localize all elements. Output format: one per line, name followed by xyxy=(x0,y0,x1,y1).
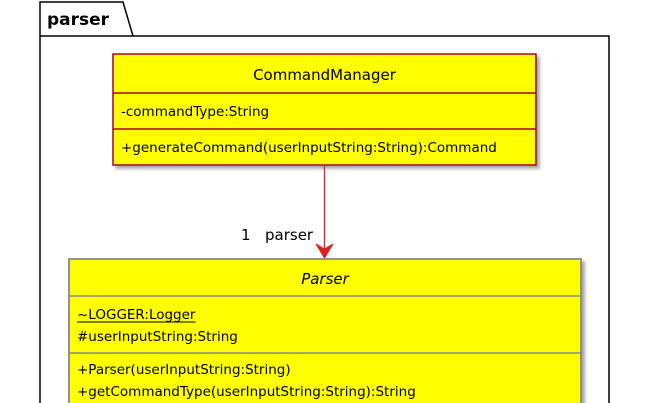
parser-name: Parser xyxy=(301,270,349,288)
class-parser[interactable]: Parser ~LOGGER:Logger #userInputString:S… xyxy=(68,258,582,403)
command-manager-method: +generateCommand(userInputString:String)… xyxy=(121,140,497,156)
parser-static-attribute: ~LOGGER:Logger xyxy=(77,307,196,323)
package-tab xyxy=(39,1,134,37)
command-manager-attribute: -commandType:String xyxy=(121,104,269,120)
association-multiplicity: 1 xyxy=(241,226,251,244)
association-arrow: 1 parser xyxy=(241,165,334,259)
command-manager-box xyxy=(112,53,537,166)
parser-method-constructor: +Parser(userInputString:String) xyxy=(77,362,291,378)
class-command-manager[interactable]: CommandManager -commandType:String +gene… xyxy=(112,53,537,166)
command-manager-name: CommandManager xyxy=(253,66,397,84)
package-parser: parser xyxy=(39,1,610,403)
association-role: parser xyxy=(265,226,314,244)
parser-box xyxy=(68,258,582,403)
association-arrowhead xyxy=(315,243,334,259)
package-name: parser xyxy=(47,10,110,30)
parser-attribute: #userInputString:String xyxy=(77,329,238,345)
package-body xyxy=(39,35,610,403)
parser-method-get-command-type: +getCommandType(userInputString:String):… xyxy=(77,384,416,400)
